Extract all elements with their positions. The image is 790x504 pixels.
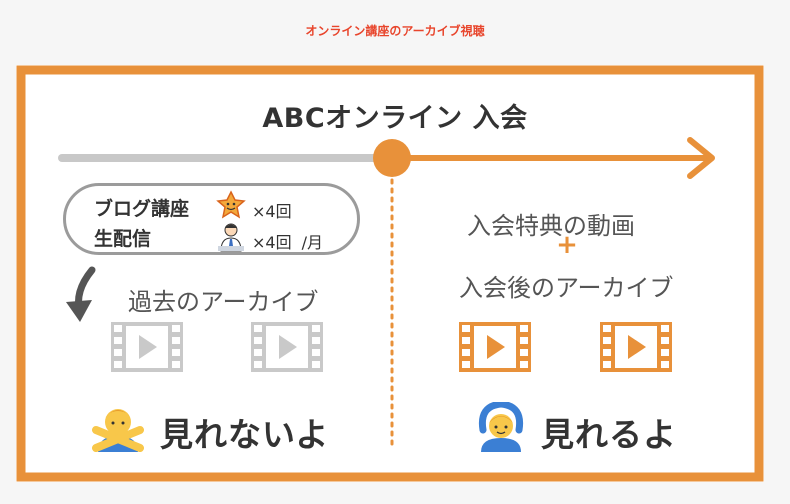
past-archive-label: 過去のアーカイブ [128, 288, 319, 316]
join-marker [373, 139, 411, 177]
join-bonus-video-label: 入会特典の動画 [467, 212, 635, 240]
no-gesture-person-icon [92, 402, 144, 456]
content-pill [63, 183, 360, 255]
blog-count-value: ×4回 [252, 202, 292, 221]
curved-arrow-icon [66, 266, 96, 322]
cannot-watch-text: 見れないよ [160, 415, 330, 454]
plus-sign: + [556, 230, 578, 260]
diagram-frame [16, 65, 764, 482]
timeline-arrowhead [687, 137, 715, 179]
frame-border [16, 65, 764, 482]
diagram-title: ABCオンライン 入会 [262, 103, 528, 134]
presenter-icon [218, 222, 244, 256]
blog-course-label: ブログ講座 [94, 198, 190, 220]
video-icon-new-1 [459, 322, 531, 376]
live-count-value: ×4回 [252, 233, 292, 252]
video-icon-past-2 [251, 322, 323, 376]
ok-gesture-person-icon [475, 400, 527, 456]
page-title: オンライン講座のアーカイブ視聴 [305, 24, 485, 38]
video-icon-new-2 [600, 322, 672, 376]
live-stream-label: 生配信 [94, 228, 152, 250]
live-stream-count: ×4回/月 [252, 229, 323, 253]
can-watch-text: 見れるよ [541, 415, 677, 454]
post-join-archive-label: 入会後のアーカイブ [459, 274, 674, 302]
blog-course-count: ×4回 [252, 198, 292, 222]
video-icon-past-1 [111, 322, 183, 376]
per-month-unit: /月 [301, 233, 323, 252]
star-face-icon [216, 190, 246, 224]
